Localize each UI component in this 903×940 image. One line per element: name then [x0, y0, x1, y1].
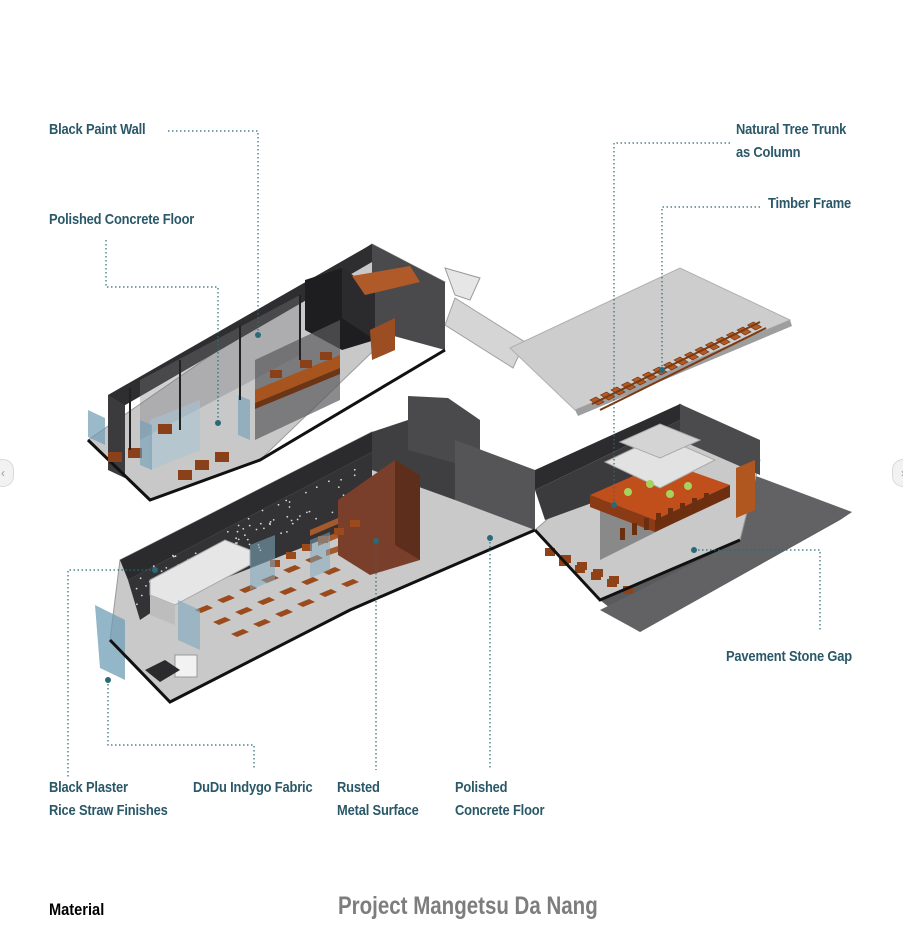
leader-black-plaster: [67, 569, 155, 778]
leader-dudu-fabric: [107, 680, 255, 770]
label-natural-tree-trunk: Natural Tree Trunk as Column: [736, 121, 847, 161]
upper-building: [86, 243, 446, 502]
section-label: Material: [49, 900, 105, 919]
label-black-paint-wall: Black Paint Wall: [49, 121, 146, 138]
project-title: Project Mangetsu Da Nang: [338, 892, 598, 920]
label-timber-frame: Timber Frame: [768, 195, 852, 212]
timber-frame: [589, 321, 767, 411]
lower-building: [95, 396, 537, 704]
leader-timber-frame: [661, 206, 760, 370]
leader-pavement-gap: [694, 549, 821, 632]
label-rusted-metal: Rusted Metal Surface: [337, 779, 419, 819]
label-black-plaster: Black Plaster Rice Straw Finishes: [49, 779, 168, 819]
leader-dots: [105, 332, 697, 683]
chevron-left-icon: ‹: [1, 466, 5, 480]
leader-lines: [67, 130, 821, 778]
right-building: [533, 403, 852, 632]
label-pavement-stone-gap: Pavement Stone Gap: [726, 648, 852, 665]
leader-black-paint-wall: [168, 130, 259, 335]
label-polished-concrete-floor-bottom: Polished Concrete Floor: [455, 779, 545, 819]
leader-tree-trunk: [613, 142, 730, 505]
chevron-right-icon: ›: [901, 466, 903, 480]
next-slide-button[interactable]: ›: [892, 459, 903, 487]
label-polished-concrete-floor-top: Polished Concrete Floor: [49, 211, 195, 228]
label-dudu-fabric: DuDu Indygo Fabric: [193, 779, 313, 796]
